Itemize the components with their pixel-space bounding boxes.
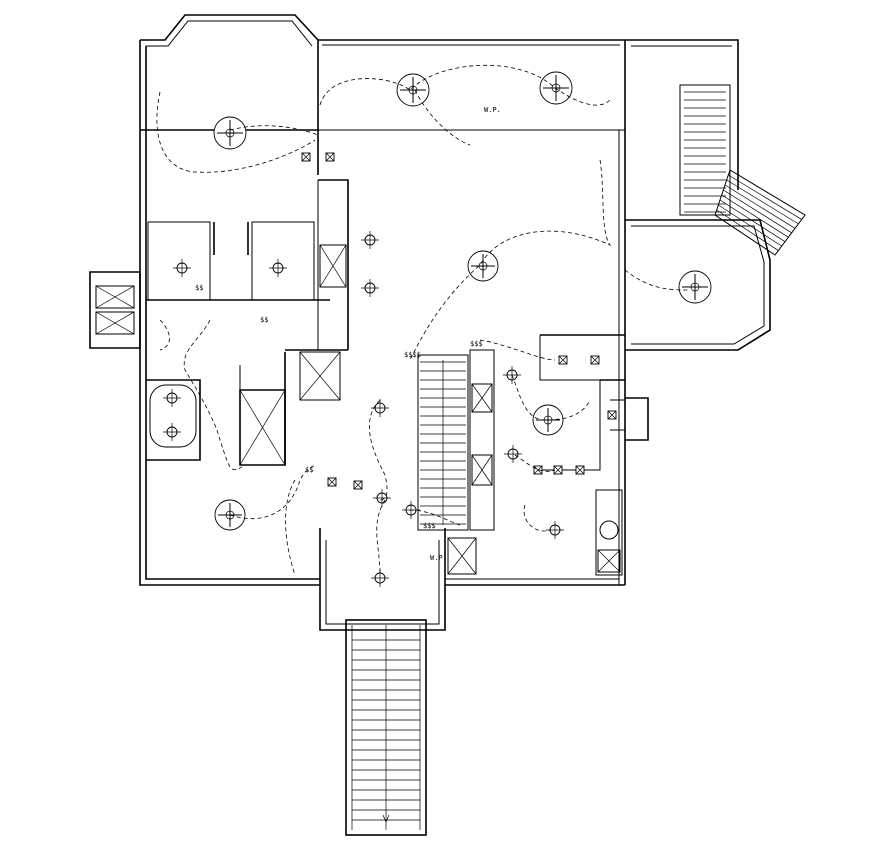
recessed-light-icon bbox=[353, 480, 363, 490]
ceiling-light-icon bbox=[546, 521, 564, 539]
ceiling-light-icon bbox=[269, 259, 287, 277]
ceiling-fans bbox=[213, 71, 712, 531]
interior-walls bbox=[140, 40, 625, 576]
ceiling-light-icon bbox=[163, 389, 181, 407]
exterior-walls bbox=[89, 14, 771, 586]
ceiling-fan-icon bbox=[678, 270, 712, 304]
ceiling-light-icon bbox=[504, 445, 522, 463]
ceiling-light-icon bbox=[173, 259, 191, 277]
ceiling-fan-icon bbox=[213, 116, 247, 150]
recessed-light-icon bbox=[607, 410, 617, 420]
recessed-light-icon bbox=[533, 465, 543, 475]
switch-label: $$$ bbox=[423, 522, 436, 530]
ceiling-light-icon bbox=[361, 231, 379, 249]
recessed-light-icon bbox=[301, 152, 311, 162]
ceiling-fan-icon bbox=[532, 404, 564, 436]
porch-stair bbox=[679, 84, 806, 256]
ceiling-fan-icon bbox=[396, 73, 430, 107]
recessed-light-icon bbox=[325, 152, 335, 162]
wp-label-entry: W.P. bbox=[430, 554, 447, 562]
switch-label: $$$$ bbox=[404, 351, 421, 359]
entry-stair bbox=[319, 528, 446, 836]
ceiling-light-icon bbox=[371, 399, 389, 417]
ceiling-fan-icon bbox=[539, 71, 573, 105]
ceiling-light-icon bbox=[371, 569, 389, 587]
ceiling-light-icon bbox=[361, 279, 379, 297]
annotations: W.P. W.P. $$ $$ $$ $$$ $$$$ $$$ bbox=[195, 106, 501, 562]
ceiling-fan-icon bbox=[467, 250, 499, 282]
circuit-wiring bbox=[156, 64, 691, 576]
recessed-light-icon bbox=[553, 465, 563, 475]
ceiling-light-icon bbox=[373, 489, 391, 507]
wp-label-top: W.P. bbox=[484, 106, 501, 114]
switch-label: $$ bbox=[305, 466, 313, 474]
recessed-light-icon bbox=[327, 477, 337, 487]
recessed-light-icon bbox=[590, 355, 600, 365]
recessed-light-icon bbox=[575, 465, 585, 475]
switch-label: $$ bbox=[195, 284, 203, 292]
ceiling-light-icon bbox=[163, 423, 181, 441]
recessed-light-icon bbox=[558, 355, 568, 365]
switch-label: $$$ bbox=[470, 340, 483, 348]
switch-label: $$ bbox=[260, 316, 268, 324]
